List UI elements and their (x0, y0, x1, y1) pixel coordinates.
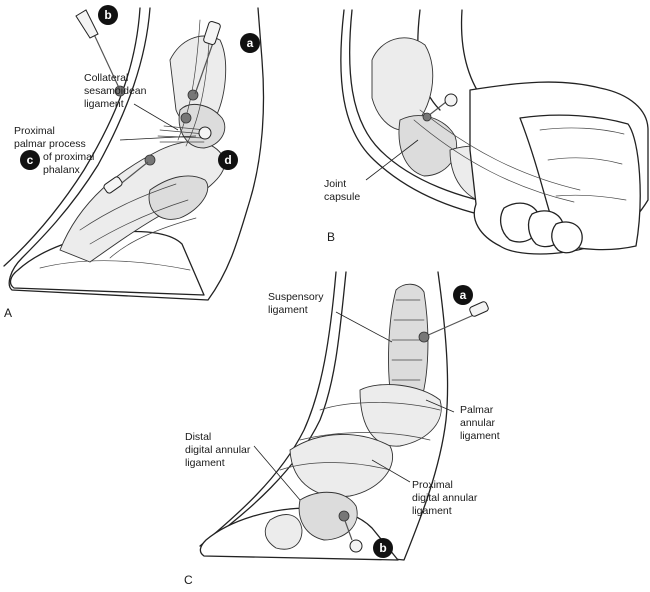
label-palmar-annular-ligament: Palmar annular ligament (460, 404, 500, 442)
label-suspensory-ligament: Suspensory ligament (268, 291, 324, 316)
svg-text:d: d (224, 153, 231, 167)
svg-text:c: c (27, 153, 34, 167)
svg-text:sesamoidean: sesamoidean (84, 85, 147, 97)
badge-c-panel-a: c (20, 150, 40, 170)
svg-text:of proximal: of proximal (43, 151, 94, 163)
svg-text:Suspensory: Suspensory (268, 291, 324, 303)
svg-text:ligament: ligament (185, 457, 225, 469)
svg-text:Proximal: Proximal (14, 125, 55, 137)
svg-text:ligament: ligament (412, 505, 452, 517)
badge-b-panel-c: b (373, 538, 393, 558)
svg-text:Distal: Distal (185, 431, 211, 443)
svg-text:a: a (460, 288, 467, 302)
panel-label-b: B (327, 230, 335, 244)
svg-text:ligament: ligament (84, 98, 124, 110)
svg-text:palmar process: palmar process (14, 138, 86, 150)
label-collateral-sesamoidean-ligament: Collateral sesamoidean ligament (84, 72, 147, 110)
panel-label-c: C (184, 573, 193, 587)
panel-a-drawing (3, 7, 265, 301)
panel-b-drawing (340, 9, 649, 255)
badge-d-panel-a: d (218, 150, 238, 170)
badge-a-panel-a: a (240, 33, 260, 53)
svg-text:Joint: Joint (324, 178, 346, 190)
svg-text:digital annular: digital annular (185, 444, 251, 456)
svg-text:Palmar: Palmar (460, 404, 494, 416)
label-distal-digital-annular-ligament: Distal digital annular ligament (185, 431, 251, 469)
svg-text:ligament: ligament (460, 430, 500, 442)
svg-text:Proximal: Proximal (412, 479, 453, 491)
label-joint-capsule: Joint capsule (324, 178, 360, 203)
svg-text:capsule: capsule (324, 191, 360, 203)
label-proximal-digital-annular-ligament: Proximal digital annular ligament (412, 479, 478, 517)
badge-a-panel-c: a (453, 285, 473, 305)
svg-text:a: a (247, 36, 254, 50)
svg-text:b: b (104, 8, 111, 22)
svg-text:b: b (379, 541, 386, 555)
panel-label-a: A (4, 306, 12, 320)
svg-text:Collateral: Collateral (84, 72, 128, 84)
panel-c-drawing (199, 271, 489, 561)
svg-text:annular: annular (460, 417, 496, 429)
svg-text:digital annular: digital annular (412, 492, 478, 504)
svg-text:ligament: ligament (268, 304, 308, 316)
label-proximal-palmar-process: Proximal palmar process of proximal phal… (14, 125, 94, 176)
svg-text:phalanx: phalanx (43, 164, 81, 176)
badge-b-panel-a: b (98, 5, 118, 25)
